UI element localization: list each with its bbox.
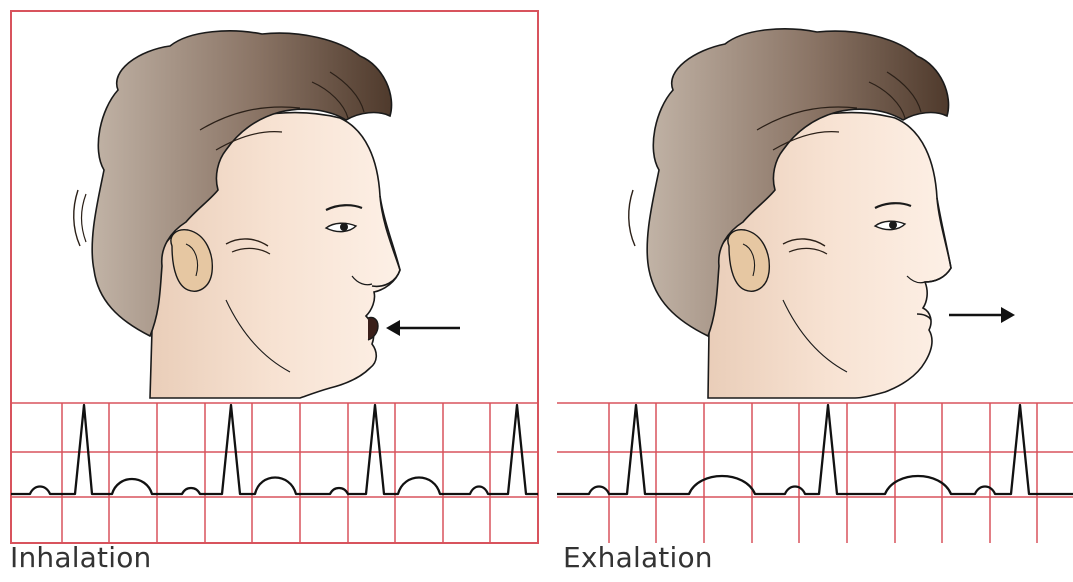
arrow-right-icon bbox=[949, 307, 1015, 323]
exhalation-panel: Exhalation bbox=[545, 0, 1073, 582]
head-profile-icon bbox=[629, 29, 951, 398]
exhalation-caption: Exhalation bbox=[563, 541, 713, 574]
exhalation-ecg-trace bbox=[557, 405, 1073, 494]
inhalation-caption: Inhalation bbox=[10, 541, 151, 574]
head-profile-icon bbox=[74, 31, 400, 398]
inhalation-ecg-trace bbox=[11, 405, 538, 494]
exhalation-illustration bbox=[545, 0, 1073, 582]
arrow-left-icon bbox=[386, 320, 460, 336]
inhalation-panel: Inhalation bbox=[0, 0, 545, 582]
inhalation-illustration bbox=[0, 0, 545, 582]
